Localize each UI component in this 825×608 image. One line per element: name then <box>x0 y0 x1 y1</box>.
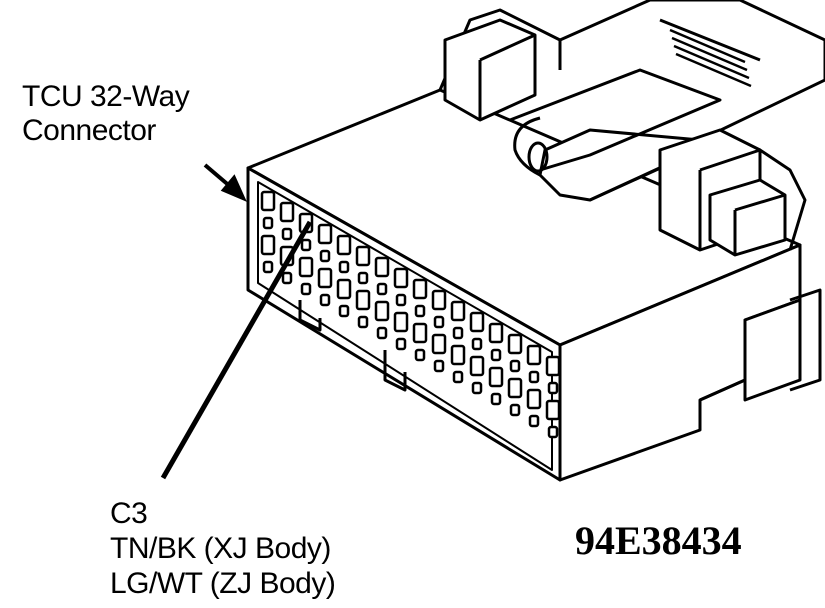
wire-color-zj: LG/WT (ZJ Body) <box>110 567 336 600</box>
pin-cavity <box>433 315 445 329</box>
pin-cavity <box>395 293 407 307</box>
pin-cavity <box>393 311 409 333</box>
pin-cavity <box>395 337 407 351</box>
connector-label: TCU 32-Way Connector <box>22 80 190 148</box>
pin-cavity <box>357 315 369 329</box>
pin-cavity <box>279 201 295 223</box>
pin-cavity <box>452 326 464 340</box>
pin-cavity <box>319 249 331 263</box>
pin-cavity <box>488 366 504 388</box>
pin-cavity <box>431 333 447 355</box>
pin-cavity <box>414 348 426 362</box>
pin-cavity <box>509 403 521 417</box>
pin-cavity <box>393 267 409 289</box>
pin-cavity <box>471 381 483 395</box>
pin-cavity <box>490 392 502 406</box>
pin-cavity <box>507 377 523 399</box>
pin-cavity <box>260 190 276 212</box>
connector-label-line1: TCU 32-Way <box>22 80 190 113</box>
pin-cavity <box>300 282 312 296</box>
pin-cavity <box>528 370 540 384</box>
pin-cavity <box>317 223 333 245</box>
pin-cavity <box>545 355 561 377</box>
pin-cavity <box>319 293 331 307</box>
pin-cavity <box>260 234 276 256</box>
pin-cavity <box>469 311 485 333</box>
pin-cavity <box>433 359 445 373</box>
pin-cavity <box>355 289 371 311</box>
pin-cavity <box>262 216 274 230</box>
wire-color-xj: TN/BK (XJ Body) <box>110 532 331 565</box>
pin-cavity <box>412 278 428 300</box>
pin-cavity <box>450 344 466 366</box>
pin-cavity <box>452 370 464 384</box>
pin-cavity <box>338 260 350 274</box>
pin-cavity <box>450 300 466 322</box>
pin-cavity <box>338 304 350 318</box>
pin-cavity <box>547 425 559 439</box>
pin-cavity <box>262 260 274 274</box>
pin-cavity <box>469 355 485 377</box>
pin-cavity <box>374 256 390 278</box>
pin-cavity <box>376 326 388 340</box>
pin-cavity <box>490 348 502 362</box>
pin-id: C3 <box>110 497 148 530</box>
pin-cavity <box>412 322 428 344</box>
pin-cavity <box>545 399 561 421</box>
connector-label-line2: Connector <box>22 114 156 147</box>
figure-number: 94E38434 <box>575 518 742 563</box>
pin-cavity <box>298 256 314 278</box>
pin-cavity <box>300 238 312 252</box>
pin-callout: C3 TN/BK (XJ Body) LG/WT (ZJ Body) <box>110 496 336 601</box>
pin-cavity <box>336 278 352 300</box>
pin-cavity <box>526 388 542 410</box>
pin-cavity <box>488 322 504 344</box>
pin-cavity <box>431 289 447 311</box>
pin-cavity <box>374 300 390 322</box>
pin-cavity <box>547 381 559 395</box>
pin-cavity <box>355 245 371 267</box>
pin-cavity <box>414 304 426 318</box>
pin-cavity <box>336 234 352 256</box>
pin-cavity <box>507 333 523 355</box>
pin-cavity <box>509 359 521 373</box>
pin-cavity <box>471 337 483 351</box>
pin-cavity <box>528 414 540 428</box>
pin-cavity <box>376 282 388 296</box>
pin-cavity <box>526 344 542 366</box>
pin-cavity <box>281 271 293 285</box>
pin-cavity <box>357 271 369 285</box>
pin-cavity <box>281 227 293 241</box>
pin-cavity <box>317 267 333 289</box>
